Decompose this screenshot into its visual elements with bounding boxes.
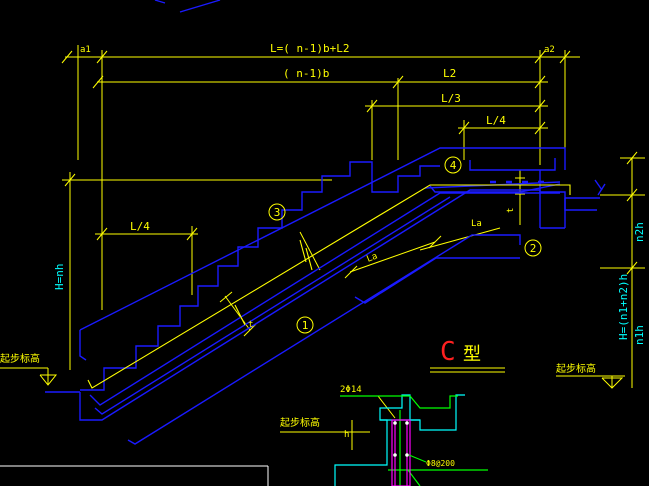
dim-la-right: La: [471, 219, 482, 229]
dim-a1: a1: [80, 45, 91, 55]
elev-left-text: 起步标高: [0, 352, 40, 365]
detail-column: [391, 419, 411, 486]
dimension-text: L=( n-1)b+L2 a1 a2 ( n-1)b L2 L/3 L/4 L/…: [80, 42, 555, 330]
marker-2-label: 2: [530, 242, 537, 255]
elev-detail-text: 起步标高: [280, 416, 320, 429]
dim-l2: L2: [443, 67, 456, 80]
stair-outline: [45, 147, 606, 445]
main-rebar: [87, 184, 571, 389]
detail-bar-dots: [393, 421, 409, 457]
top-partial-outline: [154, 0, 221, 13]
dim-l3: L/3: [441, 92, 461, 105]
dim-nb: ( n-1)b: [283, 67, 329, 80]
rebar-top-label: 2Φ14: [340, 385, 362, 395]
marker-3-label: 3: [274, 206, 281, 219]
vertical-labels: H=nh n2h H=(n1+n2)h n1h: [53, 222, 646, 345]
marker-2-circle: [524, 239, 542, 257]
marker-1-circle: [296, 316, 314, 334]
rebar-top-leader-2: [377, 395, 396, 419]
elev-right: 起步标高: [556, 362, 625, 389]
elev-left: 起步标高: [0, 352, 58, 386]
type-label: C 型: [430, 337, 505, 373]
type-letter: C: [440, 337, 456, 367]
marker-1-label: 1: [302, 319, 309, 332]
marker-3-circle: [268, 203, 286, 221]
dim-l4-top: L/4: [486, 114, 506, 127]
type-suffix: 型: [463, 344, 481, 365]
stirrup-label: Φ8@200: [426, 459, 455, 468]
dim-t: t: [506, 208, 516, 213]
dim-l4-left: L/4: [130, 220, 150, 233]
bottom-detail: 起步标高 h 2Φ14 Φ8@: [0, 385, 488, 486]
dim-total-length: L=( n-1)b+L2: [270, 42, 349, 55]
elev-right-text: 起步标高: [556, 362, 596, 375]
marker-group: 3 1 2 4: [268, 156, 542, 334]
dim-n1h: n1h: [633, 325, 646, 345]
marker-4-label: 4: [450, 159, 457, 172]
dim-n2h: n2h: [633, 222, 646, 242]
marker-4-circle: [444, 156, 462, 174]
dim-h-detail: h: [344, 430, 349, 440]
dim-la-left: La: [365, 251, 379, 264]
dim-a2: a2: [544, 45, 555, 55]
stirrup-leader: [408, 454, 427, 463]
dim-h-right: H=(n1+n2)h: [617, 274, 630, 340]
dim-t-slope: t: [248, 320, 253, 330]
dim-h-left: H=nh: [53, 264, 66, 291]
dimension-lines: [61, 45, 645, 388]
